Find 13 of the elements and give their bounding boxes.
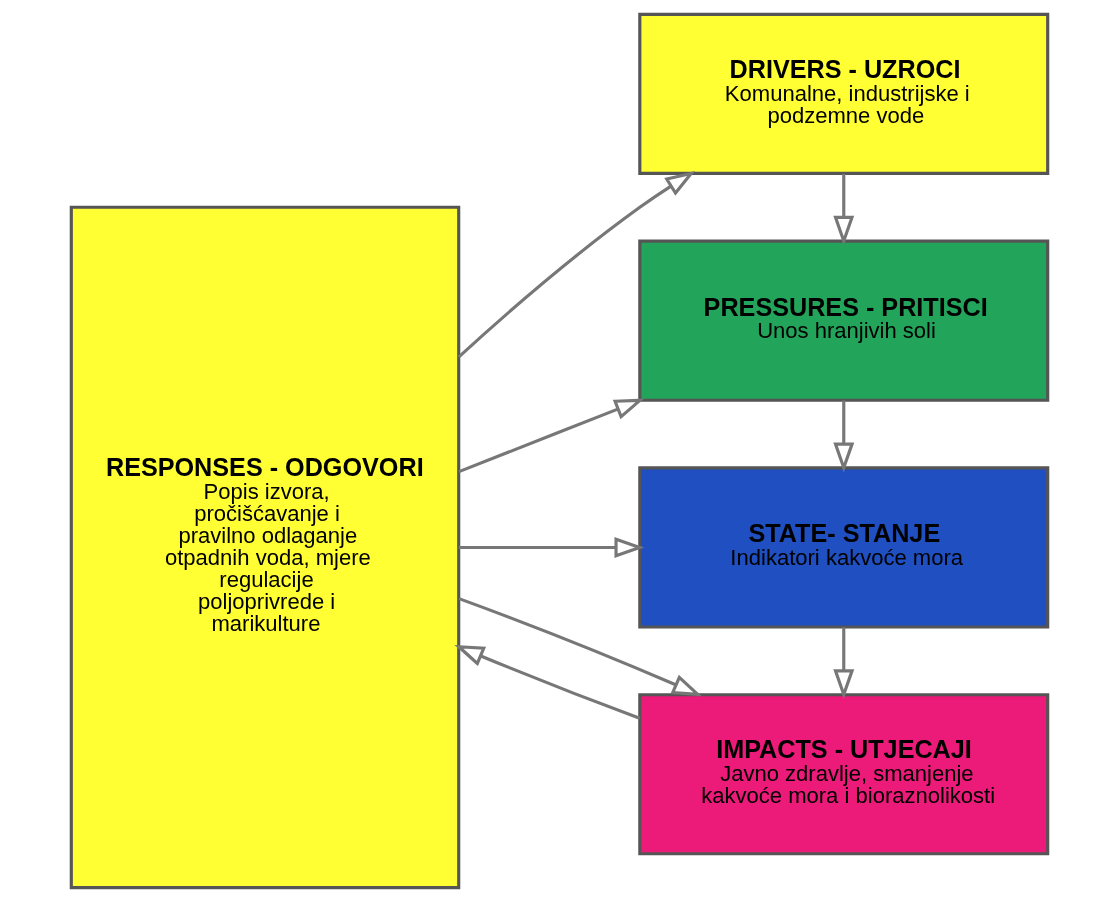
arrow	[833, 173, 855, 246]
node-box: DRIVERS - UZROCI Komunalne, industrijske i podzemne vode	[638, 12, 1050, 175]
node-box: RESPONSES - ODGOVORI Popis izvora, pročišćavanje i pravilno odlaganje otpadnih voda, mjere regulacije poljoprivrede i marikulture	[69, 205, 461, 890]
node-box: IMPACTS - UTJECAJI Javno zdravlje, smanjenje kakvoće mora i bioraznolikosti	[638, 693, 1050, 856]
arrow	[454, 644, 641, 720]
node-box: PRESSURES - PRITISCI Unos hranjivih soli	[638, 239, 1050, 402]
arrow	[457, 170, 696, 358]
arrow	[458, 398, 645, 474]
arrow	[458, 536, 645, 558]
arrow	[458, 597, 703, 697]
node-box: STATE- STANJE Indikatori kakvoće mora	[638, 466, 1050, 629]
arrow	[833, 627, 855, 700]
arrow	[833, 400, 855, 473]
